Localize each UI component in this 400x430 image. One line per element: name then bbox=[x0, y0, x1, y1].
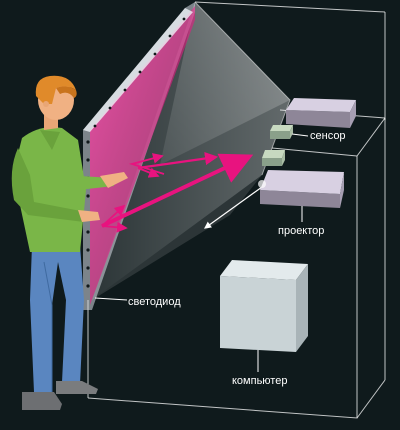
label-projector: проектор bbox=[278, 225, 325, 237]
label-leaders bbox=[94, 133, 309, 372]
top-device bbox=[286, 98, 356, 128]
projection-cone bbox=[92, 1, 291, 300]
rear-projection-screen bbox=[83, 2, 195, 310]
computer-icon bbox=[220, 260, 308, 352]
label-led: светодиод bbox=[128, 296, 181, 308]
projector-icon bbox=[258, 170, 344, 208]
infrared-beams bbox=[101, 152, 254, 233]
camera-sensor-icon bbox=[262, 125, 293, 166]
projection-arrow bbox=[204, 186, 263, 229]
label-computer: компьютер bbox=[232, 375, 288, 387]
user-figure bbox=[11, 75, 128, 410]
label-sensor: сенсор bbox=[310, 130, 346, 142]
